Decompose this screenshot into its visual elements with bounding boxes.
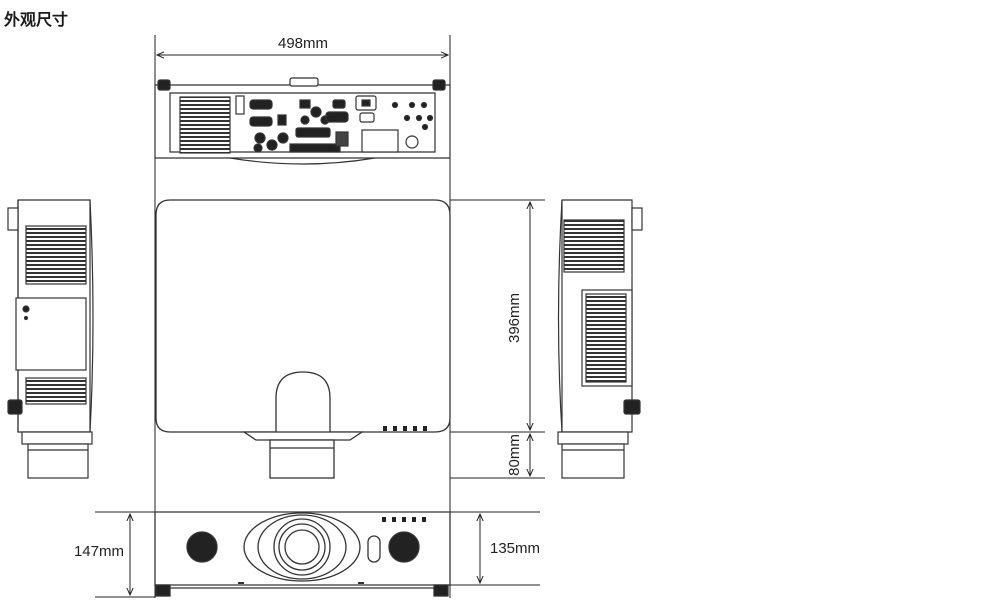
rear-foot-right	[432, 79, 446, 91]
left-side-foot	[7, 399, 23, 415]
lens-barrel-left	[27, 443, 89, 479]
rear-vent	[179, 96, 231, 154]
lens-protrusion-label: 80mm	[506, 434, 523, 476]
indicator-dots-top	[383, 426, 427, 431]
depth-label: 396mm	[506, 293, 523, 343]
right-side-foot	[623, 399, 641, 415]
width-label: 498mm	[278, 35, 328, 52]
front-view	[154, 511, 451, 597]
right-side-vent-top	[563, 219, 625, 273]
front-speaker-left	[186, 531, 218, 563]
right-side-vent-bottom	[585, 293, 627, 383]
front-speaker-right	[388, 531, 420, 563]
lens-barrel-top	[269, 439, 335, 479]
lens-glass-front	[284, 529, 320, 565]
left-side-vent-top	[25, 225, 87, 285]
rear-view	[154, 77, 451, 165]
depth-dimension: 396mm	[506, 202, 530, 430]
right-side-view	[557, 199, 643, 479]
front-foot-left	[155, 584, 171, 597]
height-body-dimension: 135mm	[480, 514, 540, 583]
lens-barrel-right	[561, 443, 625, 479]
lens-hood-top	[275, 371, 331, 432]
height-with-feet-label: 147mm	[74, 543, 124, 560]
indicator-dots-front	[382, 517, 426, 522]
front-foot-right	[433, 584, 449, 597]
rear-foot-left	[157, 79, 171, 91]
height-body-label: 135mm	[490, 540, 540, 557]
left-side-vent-bottom	[25, 377, 87, 405]
top-view	[155, 199, 451, 479]
lens-flange-top	[241, 431, 365, 441]
lens-protrusion-dimension: 80mm	[506, 434, 530, 476]
width-dimension: 498mm	[157, 35, 448, 55]
left-side-view	[7, 199, 94, 479]
height-with-feet-dimension: 147mm	[74, 514, 130, 595]
page-title: 外观尺寸	[4, 10, 69, 29]
